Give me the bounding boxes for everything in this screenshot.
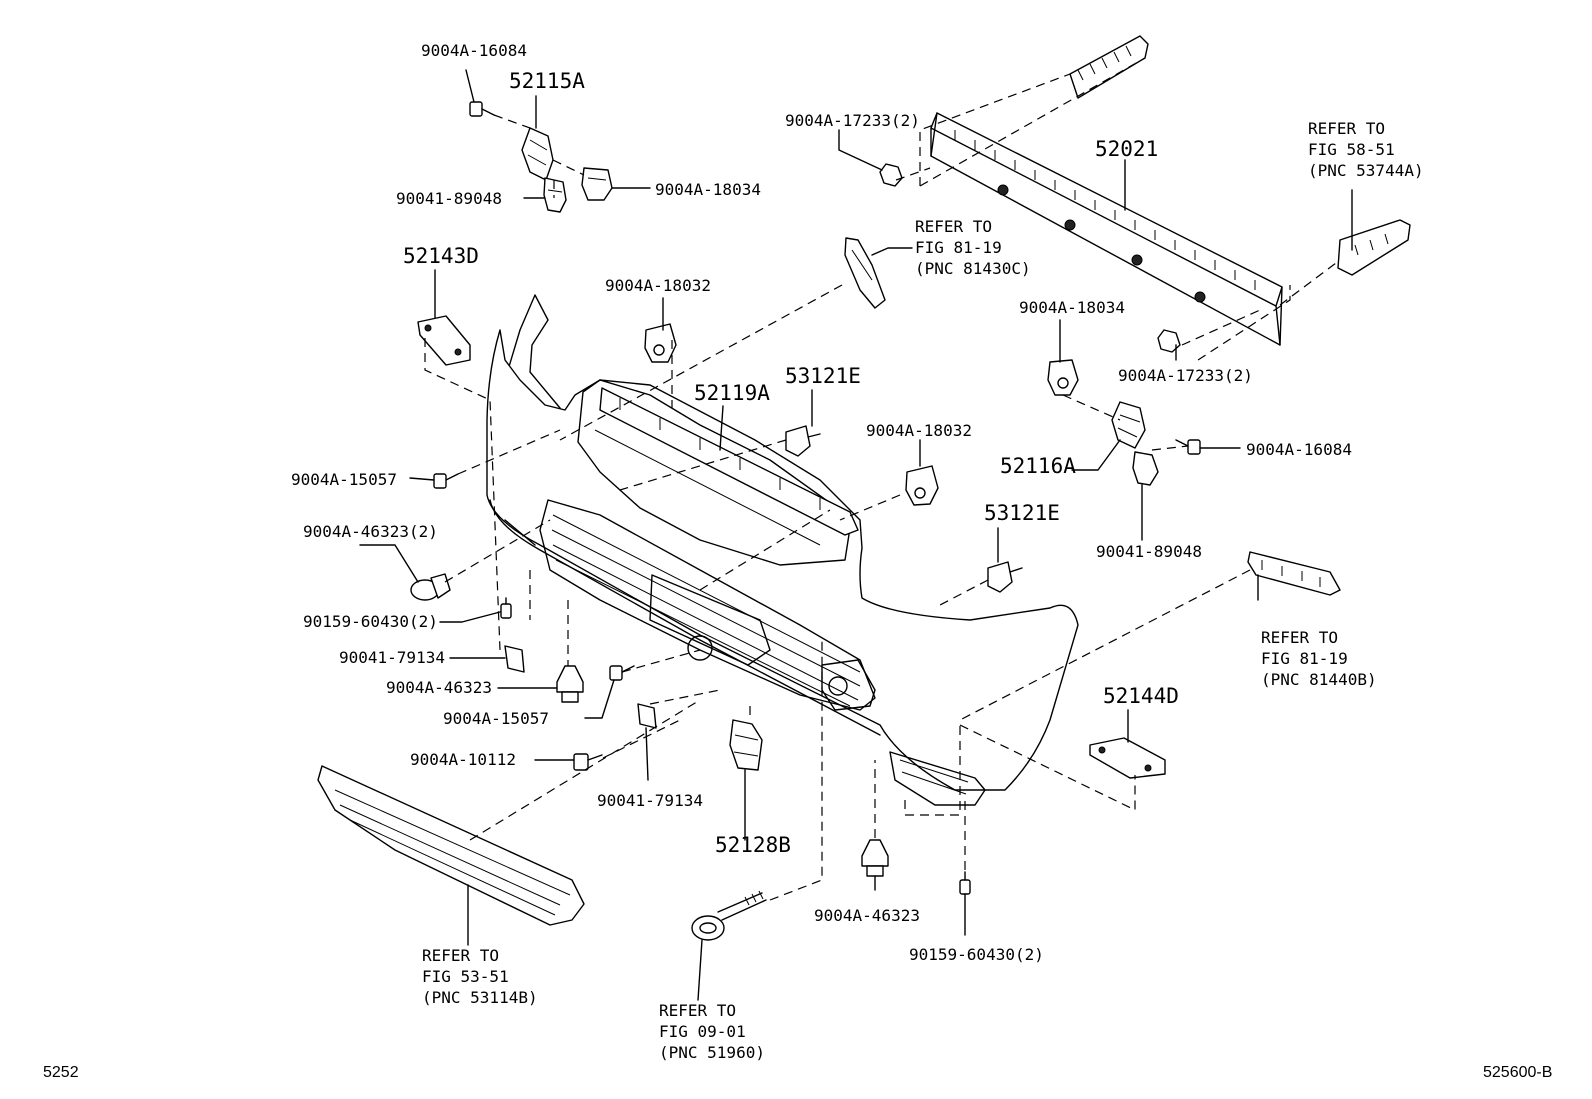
- rivet-53121e-a: [785, 425, 821, 457]
- clip-90041-79134-a: [504, 645, 525, 673]
- label-9004a-17233-b: 9004A-17233(2): [1118, 366, 1253, 385]
- label-90041-79134-a: 90041-79134: [339, 648, 445, 667]
- clip-9004a-18032-b: [905, 465, 939, 506]
- label-90041-89048-a: 90041-89048: [396, 189, 502, 208]
- label-9004a-18034-b: 9004A-18034: [1019, 298, 1125, 317]
- screw-90159-60430-a: [500, 597, 512, 619]
- clip-9004a-18034-a: [581, 167, 613, 201]
- label-90041-89048-b: 90041-89048: [1096, 542, 1202, 561]
- push-clip-9004a-46323-a: [410, 573, 451, 601]
- screw-9004a-16084-b: [1175, 439, 1201, 455]
- bracket-52128b: [729, 719, 763, 771]
- clip-90041-79134-b: [637, 703, 657, 729]
- assembly-dashed-lines: [424, 57, 1341, 901]
- label-53121e-b: 53121E: [984, 501, 1060, 525]
- nut-90041-89048-a: [543, 177, 567, 213]
- front-bumper-cover: [486, 294, 1079, 806]
- side-extension: [1337, 219, 1411, 276]
- label-52144d: 52144D: [1103, 684, 1179, 708]
- tow-eye: [691, 890, 767, 941]
- page-code: 5252: [43, 1064, 79, 1081]
- push-clip-9004a-46323-c: [861, 839, 889, 877]
- label-9004a-15057-b: 9004A-15057: [443, 709, 549, 728]
- lamp-bracket-right: [1247, 551, 1341, 596]
- label-refer-fig-58-51: REFER TO FIG 58-51 (PNC 53744A): [1308, 119, 1424, 180]
- nut-90041-89048-b: [1132, 451, 1159, 486]
- label-refer-fig-81-19-a: REFER TO FIG 81-19 (PNC 81430C): [915, 217, 1031, 278]
- nut-9004a-17233-b: [1157, 329, 1181, 353]
- nut-9004a-17233-a: [879, 163, 903, 187]
- label-9004a-46323-c: 9004A-46323: [814, 906, 920, 925]
- label-52119a: 52119A: [694, 381, 770, 405]
- label-9004a-18032-a: 9004A-18032: [605, 276, 711, 295]
- label-9004a-16084-a: 9004A-16084: [421, 41, 527, 60]
- bracket-52143d: [417, 315, 471, 366]
- label-9004a-46323-a: 9004A-46323(2): [303, 522, 438, 541]
- clip-9004a-18032-a: [644, 323, 677, 363]
- push-clip-9004a-46323-b: [556, 665, 584, 703]
- label-53121e-a: 53121E: [785, 364, 861, 388]
- label-9004a-18032-b: 9004A-18032: [866, 421, 972, 440]
- label-90041-79134-b: 90041-79134: [597, 791, 703, 810]
- retainer-52115a: [521, 127, 554, 181]
- label-52128b: 52128B: [715, 833, 791, 857]
- screw-9004a-15057-a: [433, 473, 459, 489]
- bracket-52144d: [1089, 737, 1166, 779]
- screw-9004a-15057-b: [609, 665, 635, 681]
- label-90159-60430-b: 90159-60430(2): [909, 945, 1044, 964]
- upper-absorber-piece: [1069, 35, 1149, 99]
- label-refer-fig-09-01: REFER TO FIG 09-01 (PNC 51960): [659, 1001, 765, 1062]
- bumper-reinforcement-52021: [930, 112, 1283, 346]
- support-52119a: [599, 387, 859, 536]
- label-9004a-10112: 9004A-10112: [410, 750, 516, 769]
- bolt-9004a-10112: [573, 753, 603, 771]
- label-52021: 52021: [1095, 137, 1159, 161]
- figure-code: 525600-B: [1483, 1064, 1553, 1081]
- label-9004a-18034-a: 9004A-18034: [655, 180, 761, 199]
- screw-90159-60430-b: [959, 871, 971, 895]
- label-52116a: 52116A: [1000, 454, 1076, 478]
- lower-spoiler-grille: [317, 765, 585, 926]
- clip-9004a-18034-b: [1047, 359, 1079, 396]
- rivet-53121e-b: [987, 561, 1023, 593]
- label-9004a-17233-a: 9004A-17233(2): [785, 111, 920, 130]
- label-52143d: 52143D: [403, 244, 479, 268]
- label-refer-fig-53-51: REFER TO FIG 53-51 (PNC 53114B): [422, 946, 538, 1007]
- label-9004a-16084-b: 9004A-16084: [1246, 440, 1352, 459]
- leader-lines: [359, 69, 1353, 1001]
- lamp-bracket-left: [844, 237, 886, 309]
- label-9004a-15057-a: 9004A-15057: [291, 470, 397, 489]
- label-refer-fig-81-19-b: REFER TO FIG 81-19 (PNC 81440B): [1261, 628, 1377, 689]
- screw-9004a-16084-a: [469, 101, 495, 117]
- label-9004a-46323-b: 9004A-46323: [386, 678, 492, 697]
- retainer-52116a: [1111, 401, 1146, 449]
- label-52115a: 52115A: [509, 69, 585, 93]
- label-90159-60430-a: 90159-60430(2): [303, 612, 438, 631]
